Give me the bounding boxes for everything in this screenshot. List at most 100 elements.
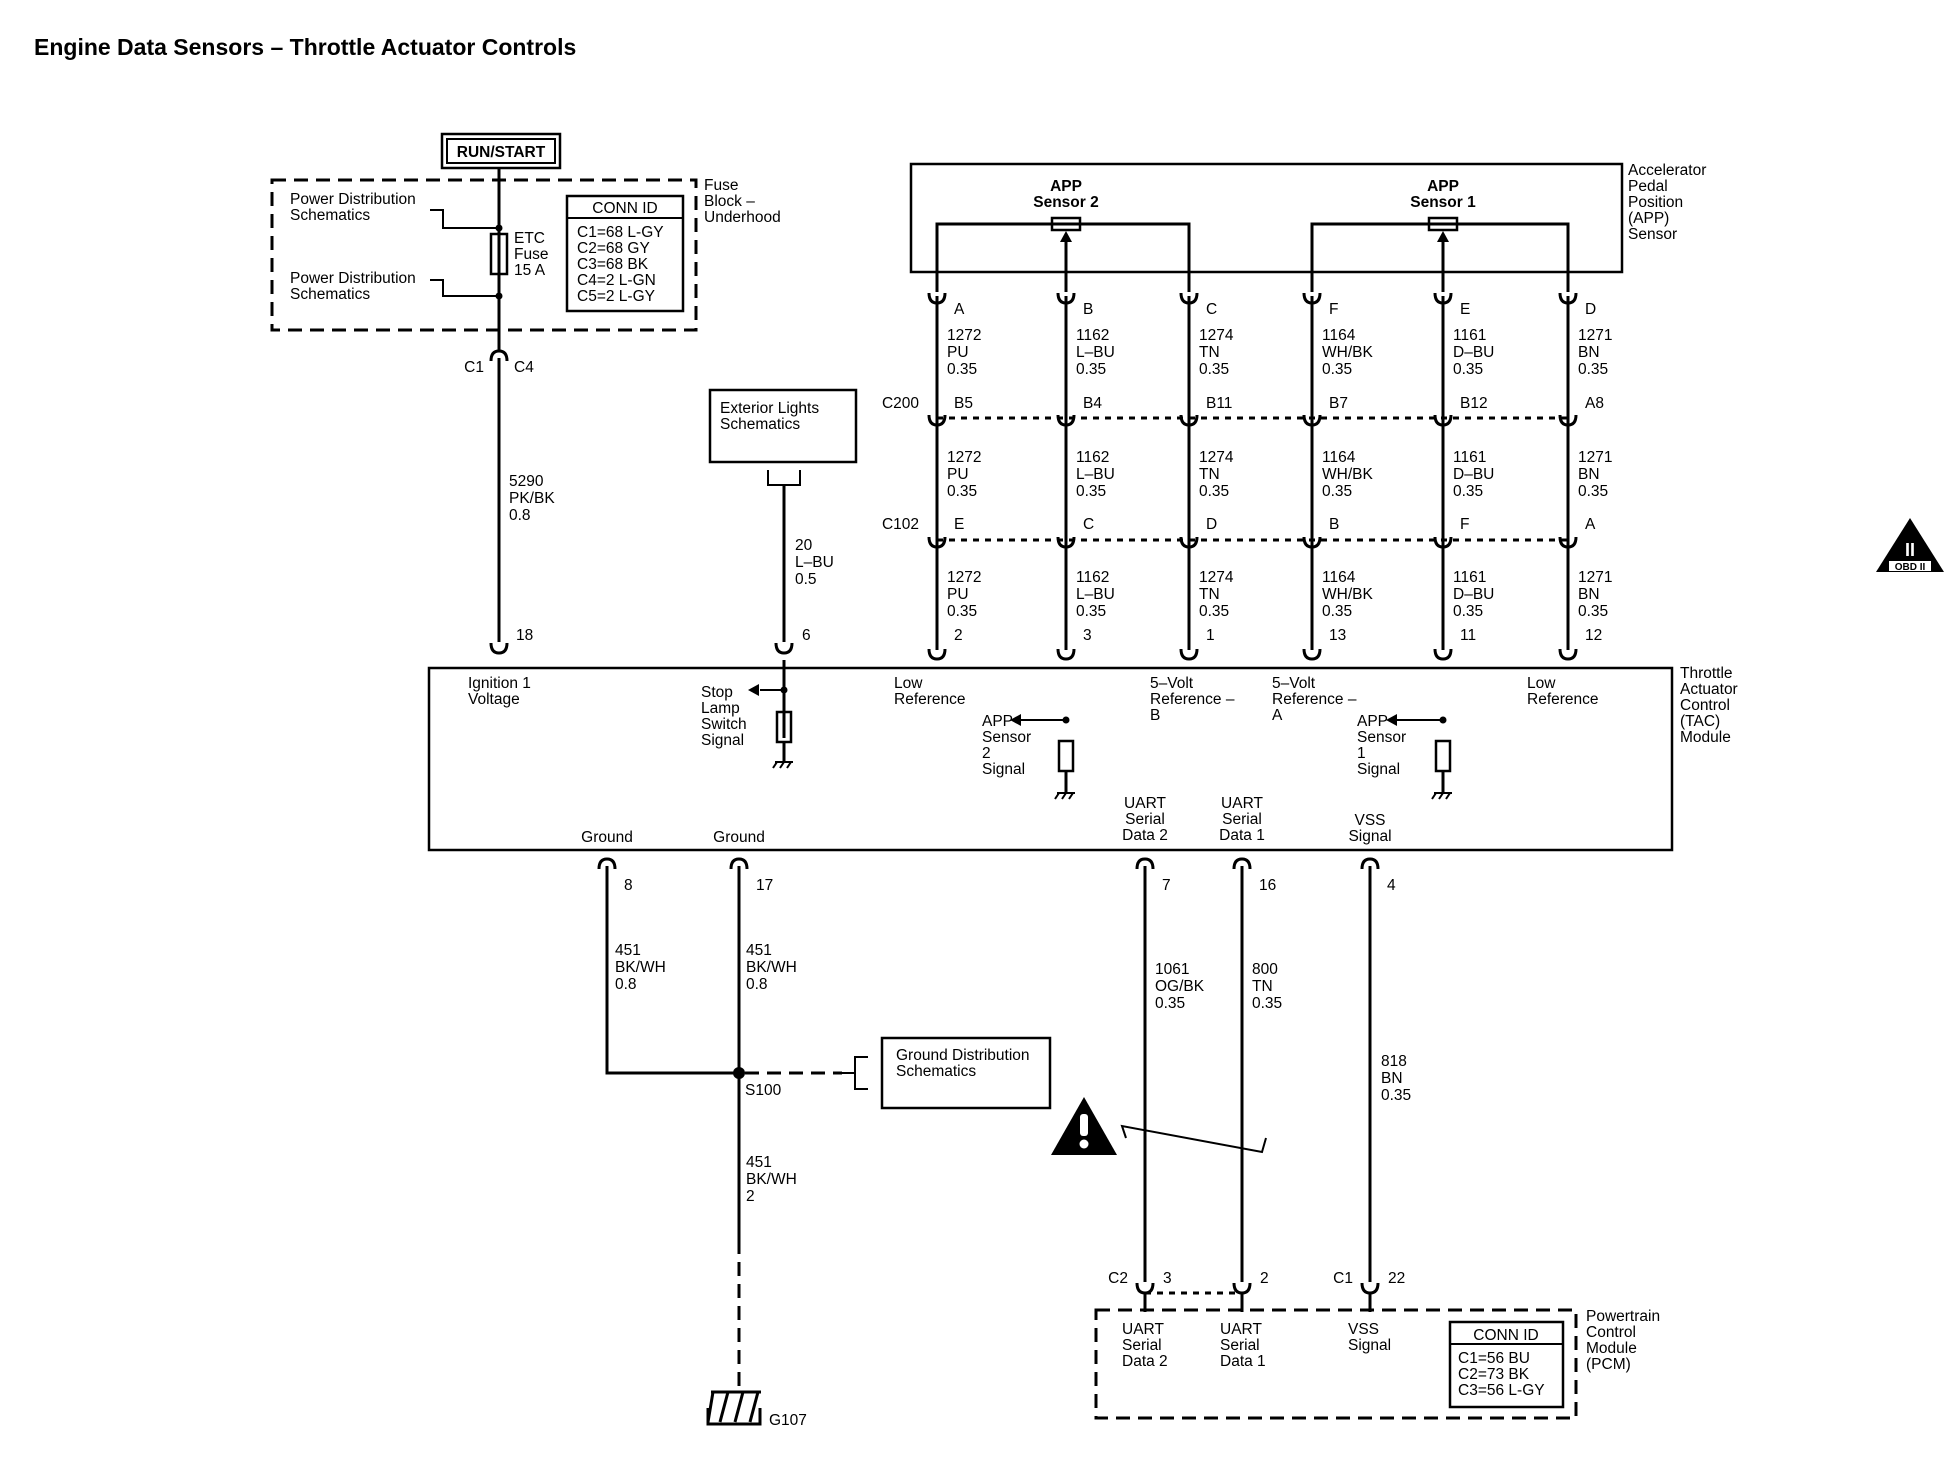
- app-sensor-1-element-wiring: [1310, 222, 1570, 292]
- splice-s100: [733, 1067, 745, 1079]
- wire-circuit-label: 1274: [1199, 569, 1234, 586]
- wire-color-label: TN: [1199, 586, 1220, 603]
- tac-app1-signal-label: 1: [1357, 745, 1366, 762]
- app-sensor-pin: [1179, 292, 1199, 305]
- wire-circuit-label: 1272: [947, 449, 981, 466]
- tac-app1-signal-label: Signal: [1357, 761, 1400, 778]
- pcm-uart1-label: UART: [1220, 1321, 1262, 1338]
- wire-gauge-label: 0.35: [947, 361, 977, 378]
- app2-signal-arrow: [1010, 714, 1021, 726]
- pin-label: 17: [756, 877, 773, 894]
- pds-bracket-2: [430, 279, 497, 297]
- wire-circuit-label: 1274: [1199, 327, 1234, 344]
- wire-circuit-label: 1161: [1453, 569, 1486, 586]
- tac-stop-lamp-label: Switch: [701, 716, 747, 733]
- pcm-c1-label: C1: [1333, 1270, 1353, 1287]
- wire-color-label: BK/WH: [746, 959, 797, 976]
- tac-ref-b-label: Reference –: [1150, 691, 1235, 708]
- tac-module-name: Actuator: [1680, 681, 1738, 698]
- exterior-lights-label: Exterior Lights: [720, 400, 819, 417]
- tac-stop-lamp-label: Signal: [701, 732, 744, 749]
- pcm-name: Powertrain: [1586, 1308, 1660, 1325]
- wire-color-label: BK/WH: [746, 1171, 797, 1188]
- tac-pin-18: [489, 642, 509, 655]
- c102-pin-label: E: [954, 516, 964, 533]
- wire-circuit-label: 1272: [947, 327, 981, 344]
- pcm-conn-id-entry: C1=56 BU: [1458, 1350, 1530, 1367]
- junction-dot: [495, 224, 503, 232]
- fuse-block-underhood: [270, 178, 698, 332]
- pcm-conn-id-entry: C3=56 L-GY: [1458, 1382, 1545, 1399]
- run-start-label: RUN/START: [457, 144, 546, 161]
- power-distribution-label-1: Schematics: [290, 207, 370, 224]
- c200-pin-label: B12: [1460, 395, 1488, 412]
- wire-gauge-label: 0.35: [1076, 483, 1106, 500]
- wire-color-label: WH/BK: [1322, 466, 1373, 483]
- pin-label: 4: [1387, 877, 1396, 894]
- c200-cavity: [1056, 414, 1076, 427]
- app-sensor-pin: [1302, 292, 1322, 305]
- tac-module-name: Control: [1680, 697, 1730, 714]
- wire-gauge-label: 2: [746, 1188, 755, 1205]
- tac-ref-a-label: 5–Volt: [1272, 675, 1316, 692]
- c200-pin-label: B5: [954, 395, 973, 412]
- app1-pulldown-resistor: [1434, 739, 1452, 773]
- wire-circuit-label: 1164: [1322, 327, 1356, 344]
- conn-id-entry: C5=2 L-GY: [577, 288, 655, 305]
- obd-text: OBD II: [1895, 562, 1926, 573]
- power-distribution-label-2: Power Distribution: [290, 270, 416, 287]
- app-pin-label: B: [1083, 301, 1093, 318]
- wire-color-label: L–BU: [1076, 586, 1115, 603]
- wire-circuit-label: 1162: [1076, 327, 1109, 344]
- wire-color-label: WH/BK: [1322, 344, 1373, 361]
- app-sensor-2-label: APP: [1050, 178, 1082, 195]
- app-sensor-name: Accelerator: [1628, 162, 1706, 179]
- wire-color-label: BN: [1578, 586, 1600, 603]
- pcm-uart2-label: Serial: [1122, 1337, 1162, 1354]
- stop-lamp-ground-symbol: [772, 761, 793, 769]
- power-distribution-label-1: Power Distribution: [290, 191, 416, 208]
- app-sensor-1-potentiometer: [1427, 216, 1459, 232]
- tac-pin-6: [774, 642, 794, 655]
- tac-pin-label: 1: [1206, 627, 1215, 644]
- wire-color-label: PU: [947, 344, 969, 361]
- wire-color-label: TN: [1199, 466, 1220, 483]
- tac-ground-label: Ground: [581, 829, 633, 846]
- tac-low-ref-label: Reference: [1527, 691, 1599, 708]
- c102-pin-label: D: [1206, 516, 1217, 533]
- wire-color-label: TN: [1199, 344, 1220, 361]
- wire-gauge-label: 0.35: [1322, 603, 1352, 620]
- wire-gauge-label: 0.35: [1155, 995, 1185, 1012]
- pcm-vss-label: Signal: [1348, 1337, 1391, 1354]
- wire-circuit-label: 818: [1381, 1053, 1407, 1070]
- wire-color-label: OG/BK: [1155, 978, 1205, 995]
- wire-color-label: WH/BK: [1322, 586, 1373, 603]
- app-sensor-2-potentiometer: [1050, 216, 1082, 232]
- tac-app-pin: [1302, 648, 1322, 661]
- pcm-vss-label: VSS: [1348, 1321, 1379, 1338]
- tac-uart2-label: Data 2: [1122, 827, 1168, 844]
- conn-id-entry: C4=2 L-GN: [577, 272, 656, 289]
- tac-ground-label: Ground: [713, 829, 765, 846]
- c102-cavity: [1179, 536, 1199, 549]
- app-sensor-pin: [1558, 292, 1578, 305]
- wire-color-label: BK/WH: [615, 959, 666, 976]
- pin-label: 16: [1259, 877, 1276, 894]
- wire-circuit-label: 1162: [1076, 449, 1109, 466]
- fuse-block-c1-c4-connector: [489, 349, 509, 362]
- wire-circuit-label: 451: [746, 942, 772, 959]
- wire-color-label: D–BU: [1453, 586, 1494, 603]
- app-sensor-name: (APP): [1628, 210, 1669, 227]
- wire-gauge-label: 0.35: [1381, 1087, 1411, 1104]
- app-sensor-pin: [1433, 292, 1453, 305]
- wire-circuit-label: 1274: [1199, 449, 1234, 466]
- wire-gauge-label: 0.8: [746, 976, 768, 993]
- wire-circuit-label: 1272: [947, 569, 981, 586]
- etc-fuse-label: Fuse: [514, 246, 548, 263]
- wire-gauge-label: 0.35: [1453, 483, 1483, 500]
- pcm-uart2-label: UART: [1122, 1321, 1164, 1338]
- wire-gauge-label: 0.8: [615, 976, 637, 993]
- app2-ground-symbol: [1054, 792, 1075, 800]
- c200-label: C200: [882, 395, 919, 412]
